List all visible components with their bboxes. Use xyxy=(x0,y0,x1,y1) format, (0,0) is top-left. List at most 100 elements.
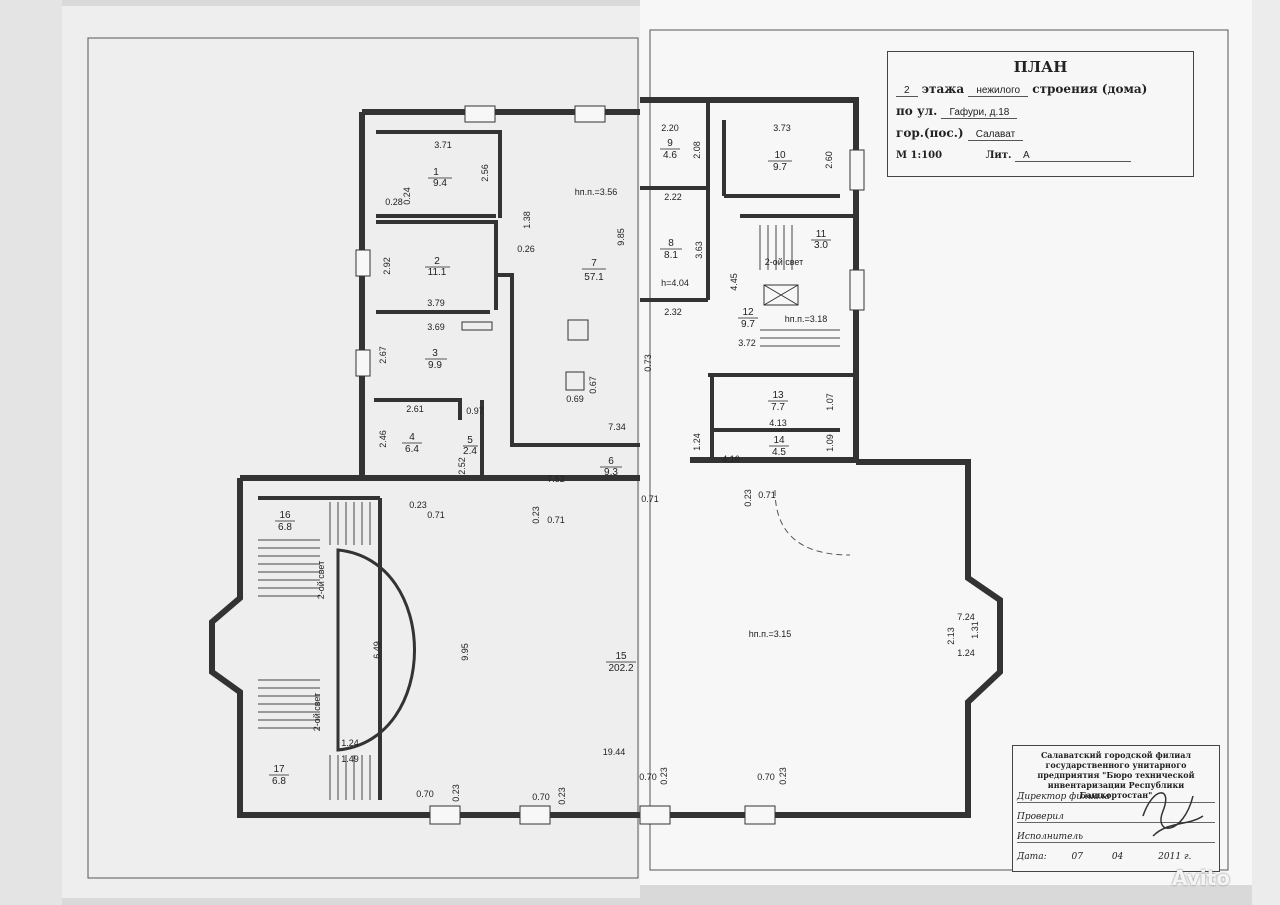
ceiling-height: hп.п.=3.18 xyxy=(785,314,828,324)
room-num: 1 xyxy=(433,167,439,178)
dim-label: 0.23 xyxy=(451,784,461,802)
date-month: 04 xyxy=(1111,852,1124,862)
bath-fixture xyxy=(461,321,493,331)
title-street-row: по ул. Гафури, д.18 xyxy=(896,104,1018,119)
sheet-value: А xyxy=(1014,150,1131,162)
room-area: 2.4 xyxy=(463,446,477,457)
stamp-date-row: Дата: 07 04 2011 г. xyxy=(1017,852,1191,862)
background-page-left xyxy=(0,0,62,905)
dim-label: 1.09 xyxy=(825,434,835,452)
dim-label: 2.08 xyxy=(692,141,702,159)
room-area: 9.9 xyxy=(428,360,442,371)
dim-label: 0.71 xyxy=(547,515,565,525)
room-num: 15 xyxy=(615,651,627,662)
street-label: по ул. xyxy=(896,104,938,118)
stamp-executor: Исполнитель xyxy=(1017,832,1215,843)
dim-label: 0.67 xyxy=(588,376,598,394)
dim-label: 2.67 xyxy=(378,346,388,364)
room-labels: 1 9.4 2 11.1 3 9.9 4 6.4 5 2.4 6 9.3 7 5… xyxy=(272,138,828,787)
dim-label: 0.73 xyxy=(643,354,653,372)
title-block-heading: ПЛАН xyxy=(1013,58,1068,76)
dim-label: 0.23 xyxy=(557,787,567,805)
dim-label: 2.32 xyxy=(664,307,682,317)
dim-label: 0.28 xyxy=(385,197,403,207)
dim-label: 3.69 xyxy=(427,322,445,332)
dim-label: 0.71 xyxy=(758,490,776,500)
room-num: 7 xyxy=(591,258,597,269)
dim-label: 1.07 xyxy=(825,393,835,411)
dashed-arc xyxy=(774,489,851,556)
dim-label: 3.79 xyxy=(427,298,445,308)
bti-stamp: Салаватский городской филиал государстве… xyxy=(1012,745,1220,872)
title-city-row: гор.(пос.) Салават xyxy=(896,126,1024,141)
right-sheet-frame xyxy=(649,29,1229,871)
dim-label: 3.71 xyxy=(434,140,452,150)
scale: М 1:100 xyxy=(896,150,943,161)
dim-label: 0.26 xyxy=(517,244,535,254)
street-value: Гафури, д.18 xyxy=(941,107,1018,119)
dim-label: 0.23 xyxy=(531,506,541,524)
room-num: 5 xyxy=(467,435,473,446)
dim-label: 1.31 xyxy=(970,621,980,639)
room-area: 4.6 xyxy=(663,150,677,161)
dim-label: 1.24 xyxy=(957,648,975,658)
room-label-dividers xyxy=(269,148,831,776)
stair-well-arch xyxy=(336,548,416,752)
dimension-labels: 3.71 2.56 0.28 0.24 1.38 0.26 2.92 3.79 … xyxy=(341,123,980,805)
date-day: 07 xyxy=(1071,852,1083,862)
dim-label: 7.24 xyxy=(957,612,975,622)
dim-label: 7.34 xyxy=(608,422,626,432)
date-year: 11 xyxy=(1169,852,1182,862)
dim-label: 0.24 xyxy=(402,187,412,205)
dim-label: 4.13 xyxy=(769,418,787,428)
dim-label: 9.85 xyxy=(616,228,626,246)
dim-label: 2.52 xyxy=(457,457,467,475)
light-well xyxy=(763,284,799,306)
dim-label: 1.49 xyxy=(341,754,359,764)
background-page-right xyxy=(1252,0,1280,905)
title-block: ПЛАН 2 этажа нежилого строения (дома) по… xyxy=(887,51,1194,177)
note-second-light: 2-ой свет xyxy=(316,561,326,600)
title-floor-row: 2 этажа нежилого строения (дома) xyxy=(896,82,1147,97)
floor-word: этажа xyxy=(921,82,965,96)
column-fixture xyxy=(565,371,585,391)
double-height-notes: 2-ой свет 2-ой свет 2-ой свет xyxy=(312,257,803,731)
dim-label: 2.60 xyxy=(824,151,834,169)
signature-mark xyxy=(1142,792,1204,837)
dim-label: 3.63 xyxy=(694,241,704,259)
dim-label: 2.20 xyxy=(661,123,679,133)
room-num: 3 xyxy=(432,348,438,359)
note-second-light: 2-ой свет xyxy=(765,257,804,267)
dim-label: 4.45 xyxy=(729,273,739,291)
dim-label: 0.71 xyxy=(641,494,659,504)
usage-value: нежилого xyxy=(968,85,1029,97)
building-type: строения (дома) xyxy=(1032,82,1148,96)
height-labels: hп.п.=3.56 h=4.04 hп.п.=3.18 hп.п.=3.15 xyxy=(575,187,828,639)
dim-label: 1.24 xyxy=(692,433,702,451)
dim-label: 19.44 xyxy=(603,747,626,757)
room-area: 57.1 xyxy=(584,272,604,283)
dim-label: 2.22 xyxy=(664,192,682,202)
room-num: 11 xyxy=(816,229,827,240)
dim-label: 0.71 xyxy=(427,510,445,520)
room-area: 9.7 xyxy=(773,162,787,173)
room-area: 6.4 xyxy=(405,444,419,455)
inner-walls xyxy=(258,100,858,800)
note-second-light: 2-ой свет xyxy=(312,693,322,732)
dim-label: 0.23 xyxy=(659,767,669,785)
room-area: 6.8 xyxy=(272,776,286,787)
room-area: 9.3 xyxy=(604,467,618,478)
dim-label: 3.73 xyxy=(773,123,791,133)
room-area: 8.1 xyxy=(664,250,678,261)
dim-label: 0.23 xyxy=(409,500,427,510)
dim-label: 0.70 xyxy=(416,789,434,799)
room-area: 202.2 xyxy=(608,663,633,674)
dim-label: 0.69 xyxy=(566,394,584,404)
room-num: 10 xyxy=(774,150,786,161)
date-label: Дата: xyxy=(1017,852,1047,862)
room-area: 11.1 xyxy=(428,267,447,278)
dim-label: 0.97 xyxy=(466,406,484,416)
dim-label: 0.70 xyxy=(639,772,657,782)
dim-label: 6.49 xyxy=(372,641,382,659)
dim-label: 4.16 xyxy=(722,454,740,464)
